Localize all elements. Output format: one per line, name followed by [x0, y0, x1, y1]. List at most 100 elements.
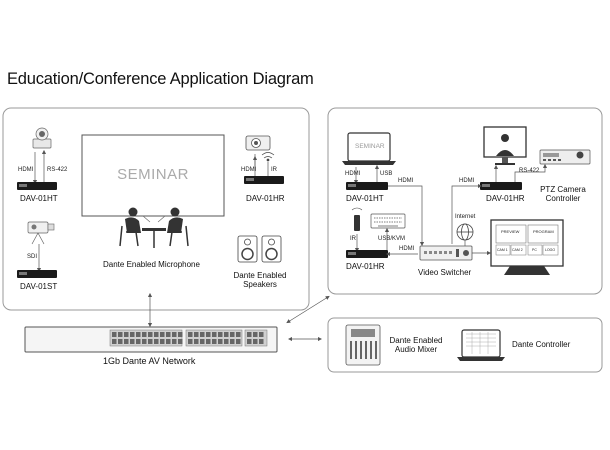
switch-port: [166, 339, 171, 344]
switch-port: [130, 332, 135, 337]
switch-port: [154, 332, 159, 337]
network-link-icon-3: [286, 295, 330, 324]
cam-2-label: CAM 2: [512, 248, 523, 252]
seminar-screen-text: SEMINAR: [117, 166, 189, 183]
hdmi-3-label: HDMI: [459, 178, 475, 184]
switch-port: [172, 332, 177, 337]
switch-port: [118, 332, 123, 337]
laptop-icon: [342, 132, 396, 165]
video-switcher-label: Video Switcher: [418, 268, 472, 277]
switch-port: [236, 332, 241, 337]
switch-port: [230, 339, 235, 344]
switch-port: [200, 332, 205, 337]
hdmi-label-b: HDMI: [241, 167, 257, 173]
switch-port: [236, 339, 241, 344]
sdi-label: SDI: [27, 254, 38, 260]
switch-port: [112, 339, 117, 344]
dante-microphone-label: Dante Enabled Microphone: [103, 260, 200, 269]
switch-port: [230, 332, 235, 337]
switch-port: [200, 339, 205, 344]
switch-port: [212, 332, 217, 337]
pc-label: PC: [532, 248, 537, 252]
switch-port: [160, 332, 165, 337]
remote-control-icon: [351, 207, 363, 231]
switch-port: [166, 332, 171, 337]
dav-01hr-kvm-device-icon: [346, 250, 388, 258]
program-label: PROGRAM: [533, 229, 554, 234]
ir-right-label: IR: [350, 236, 356, 242]
switch-port: [142, 332, 147, 337]
video-switcher-icon: [419, 245, 473, 261]
switch-port: [112, 332, 117, 337]
switch-port: [194, 332, 199, 337]
switch-port: [118, 339, 123, 344]
ptz-camera-icon: [32, 127, 52, 149]
switch-port: [188, 339, 193, 344]
switch-port: [206, 332, 211, 337]
conference-people-icon: [119, 207, 189, 248]
switch-port: [136, 332, 141, 337]
switch-port: [124, 332, 129, 337]
controller-laptop-icon: [457, 329, 505, 361]
page-title: Education/Conference Application Diagram: [7, 70, 314, 88]
switch-port: [188, 332, 193, 337]
hdmi-3-link-icon: [451, 183, 483, 244]
switch-port: [178, 332, 183, 337]
laptop-screen-text: SEMINAR: [355, 143, 385, 150]
hdmi-1-label: HDMI: [345, 171, 361, 177]
monitor-icon: [483, 126, 527, 165]
dav-01hr-label: DAV-01HR: [246, 194, 285, 203]
rs422-right-label: RS-422: [519, 168, 540, 174]
network-label: 1Gb Dante AV Network: [103, 356, 196, 366]
switch-port: [206, 339, 211, 344]
audio-mixer-icon: [345, 324, 381, 366]
switch-port: [218, 339, 223, 344]
hdmi-2-label: HDMI: [398, 178, 414, 184]
switch-port: [218, 332, 223, 337]
switch-port: [212, 339, 217, 344]
switch-port: [259, 339, 264, 344]
switch-port: [253, 332, 258, 337]
keyboard-icon: [370, 213, 406, 229]
internet-label: Internet: [455, 214, 476, 220]
ir-label-b: IR: [271, 167, 277, 173]
hdmi-to-switcher-link-icon: [388, 185, 425, 247]
switch-port: [194, 339, 199, 344]
switch-port: [247, 339, 252, 344]
switch-port: [154, 339, 159, 344]
dav-01hr-right-device-icon: [480, 182, 522, 190]
switch-port: [178, 339, 183, 344]
dav-01hr-right-label: DAV-01HR: [486, 194, 525, 203]
cam-1-label: CAM 1: [497, 248, 508, 252]
logo-label: LOGO: [545, 248, 556, 252]
rs422-right-link-icon: [514, 163, 548, 182]
seminar-screen-icon: [81, 134, 225, 217]
dav-01hr-kvm-label: DAV-01HR: [346, 262, 385, 271]
preview-label: PREVIEW: [501, 229, 520, 234]
switch-port: [172, 339, 177, 344]
switch-port: [259, 332, 264, 337]
projector-icon: [245, 135, 271, 151]
multiview-monitor-icon: [490, 219, 564, 275]
switch-port: [224, 332, 229, 337]
switch-port: [247, 332, 252, 337]
dav-01ht-right-label: DAV-01HT: [346, 194, 384, 203]
dav-01st-label: DAV-01ST: [20, 282, 58, 291]
ptz-controller-icon: [539, 149, 591, 165]
switch-port: [160, 339, 165, 344]
switch-port: [130, 339, 135, 344]
dav-01ht-label: DAV-01HT: [20, 194, 58, 203]
dav-01ht-right-device-icon: [346, 182, 388, 190]
switch-port: [136, 339, 141, 344]
hdmi-label-a: HDMI: [18, 167, 34, 173]
switch-port: [124, 339, 129, 344]
usb-kvm-label: USB/KVM: [378, 236, 406, 242]
switch-port: [224, 339, 229, 344]
rs422-label-a: RS-422: [47, 167, 68, 173]
dante-controller-label: Dante Controller: [512, 340, 571, 349]
hdmi-4-label: HDMI: [399, 246, 415, 252]
